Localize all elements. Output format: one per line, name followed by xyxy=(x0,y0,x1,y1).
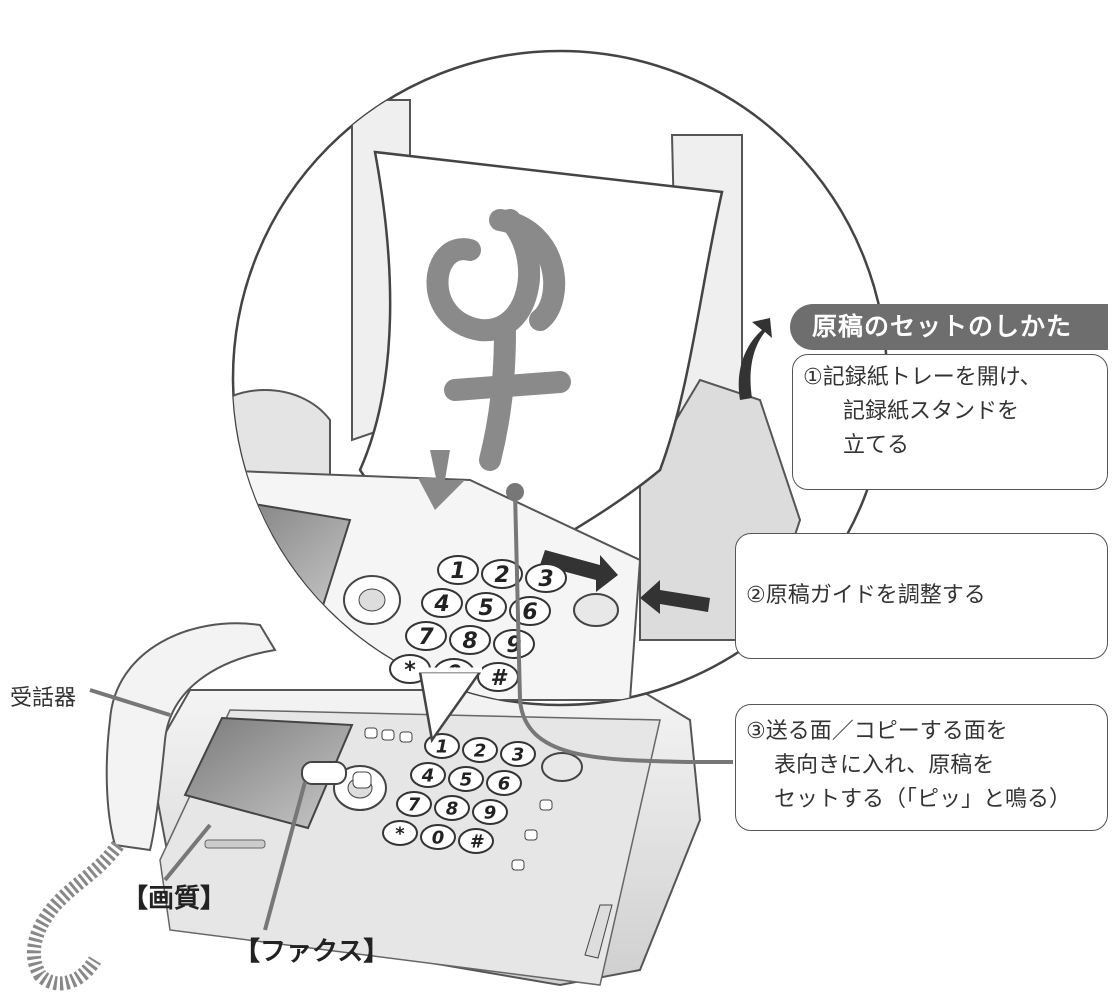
keypad-key-label: 8 xyxy=(446,798,459,819)
keypad-key xyxy=(481,559,523,589)
keypad-key xyxy=(500,741,536,767)
keypad-bottom: 1 2 3 4 5 6 7 8 9 * 0 # xyxy=(382,733,536,854)
step-3-line-2: 表向きに入れ、原稿を xyxy=(774,753,995,778)
keypad-key-label: 5 xyxy=(478,596,493,621)
leader-lines xyxy=(89,491,733,931)
guide-arrow-left xyxy=(540,550,618,592)
step-1-line-2: 記録紙スタンドを xyxy=(843,399,1020,424)
keypad-key xyxy=(421,588,463,618)
keypad-key-label: 7 xyxy=(408,794,421,815)
keypad-key xyxy=(525,563,567,593)
keypad-key xyxy=(437,555,479,585)
keypad-key xyxy=(396,791,432,817)
paper-glyph xyxy=(426,209,571,471)
keypad-key-label: # xyxy=(470,831,485,852)
fax-key xyxy=(301,761,347,785)
keypad-key xyxy=(449,625,491,655)
keypad-key-label: 0 xyxy=(432,827,445,848)
keypad-key-label: 5 xyxy=(460,769,473,790)
keypad-key-label: 9 xyxy=(484,802,497,823)
step-2-callout: ②原稿ガイドを調整する xyxy=(735,533,1108,659)
keypad-key xyxy=(493,629,535,659)
keypad-key xyxy=(465,592,507,622)
handset-label: 受話器 xyxy=(10,686,77,711)
keypad-key-label: 3 xyxy=(512,744,525,765)
step-1-line-3: 立てる xyxy=(843,433,910,458)
step-2-line-1: ②原稿ガイドを調整する xyxy=(746,583,986,608)
keypad-key-label: 8 xyxy=(462,629,477,654)
keypad-key-label: 7 xyxy=(418,625,434,650)
keypad-key xyxy=(420,824,456,850)
keypad-key-label: * xyxy=(404,658,416,683)
step-3-line-1: ③送る面／コピーする面を xyxy=(746,719,1008,744)
keypad-key-label: # xyxy=(490,666,508,691)
keypad-key xyxy=(462,737,498,763)
tray-arrow xyxy=(738,318,772,400)
step-3-line-3: セットする（「ピッ」と鳴る） xyxy=(774,787,1072,812)
step-1-callout: ①記録紙トレーを開け、 記録紙スタンドを 立てる xyxy=(792,354,1108,490)
section-heading: 原稿のセットのしかた xyxy=(790,304,1108,350)
keypad-key xyxy=(472,799,508,825)
lcd-screen xyxy=(183,716,354,830)
keypad-key xyxy=(410,762,446,788)
quality-key-label: 【画質】 xyxy=(122,884,227,914)
keypad-key-label: 6 xyxy=(522,600,537,625)
fax-key-label: 【ファクス】 xyxy=(234,937,390,967)
step-1-line-1: ①記録紙トレーを開け、 xyxy=(803,365,1042,390)
keypad-key-label: 6 xyxy=(498,773,511,794)
keypad-key-label: 3 xyxy=(538,567,553,592)
step-3-callout: ③送る面／コピーする面を 表向きに入れ、原稿を セットする（「ピッ」と鳴る） xyxy=(735,704,1108,831)
keypad-key xyxy=(458,828,494,854)
keypad-key-label: 2 xyxy=(474,740,487,761)
guide-arrow-right xyxy=(640,580,710,614)
keypad-key xyxy=(405,621,447,651)
keypad-key-label: 2 xyxy=(494,563,509,588)
keypad-key-label: 4 xyxy=(421,765,435,786)
keypad-key xyxy=(486,770,522,796)
keypad-key-label: 4 xyxy=(433,592,449,617)
keypad-key-label: 1 xyxy=(450,559,465,584)
keypad-key xyxy=(434,795,470,821)
keypad-key xyxy=(448,766,484,792)
keypad-key-label: * xyxy=(395,823,405,844)
keypad-key-label: 1 xyxy=(436,736,449,757)
handset xyxy=(26,622,277,991)
keypad-key xyxy=(382,820,418,846)
